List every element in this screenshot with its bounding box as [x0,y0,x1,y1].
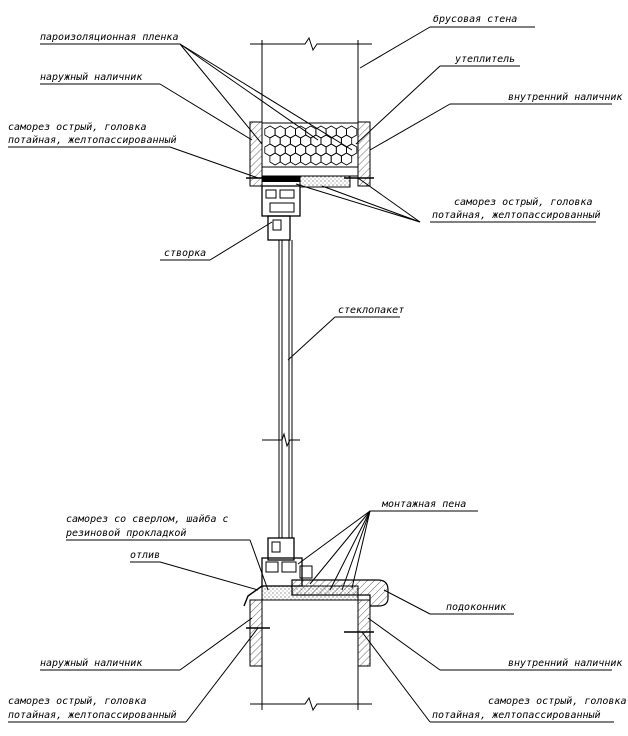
label-screw-top-left-2: потайная, желтопассированный [8,134,177,146]
insulation-cell [279,152,291,166]
insulation-cell [289,152,302,166]
label-brus-wall: брусовая стена [433,13,517,25]
glass-unit [262,240,300,538]
sash-top-profile [261,185,301,241]
insulation-cell [330,152,342,166]
label-screw-top-right-1: саморез острый, головка [454,196,592,208]
frame-top [261,166,359,188]
insulation-cell [320,152,332,166]
label-screw-bot-right-1: саморез острый, головка [488,695,626,707]
label-glass-unit: стеклопакет [338,305,404,316]
label-inner-trim-bottom: внутренний наличник [508,657,623,669]
label-inner-trim-top: внутренний наличник [508,91,623,103]
insulation-cell [340,152,353,166]
label-screw-bot-left-1: саморез острый, головка [8,695,146,707]
foam-under-sill [261,585,359,601]
outer-trim-top [249,121,263,187]
label-drip: отлив [130,550,160,561]
label-outer-trim-top: наружный наличник [40,71,143,83]
label-screw-drill-2: резиновой прокладкой [65,527,186,539]
label-screw-top-left-1: саморез острый, головка [8,121,146,133]
inner-trim-top [357,121,371,187]
label-screw-bot-right-2: потайная, желтопассированный [432,709,601,721]
label-insulation: утеплитель [454,54,515,65]
outer-trim-bottom [249,599,263,667]
leaders [8,26,614,723]
label-outer-trim-bottom: наружный наличник [40,657,143,669]
label-sill: подоконник [446,602,507,613]
label-vapor-film: пароизоляционная пленка [40,32,178,43]
top-wall [250,36,372,122]
label-screw-bot-left-2: потайная, желтопассированный [8,709,177,721]
screws [246,177,374,633]
inner-trim-bottom [357,599,371,667]
insulation-cell [310,152,322,166]
label-screw-drill-1: саморез со сверлом, шайба с [66,513,229,525]
label-sash: створка [164,248,206,259]
bottom-wall [250,599,372,712]
insulation-cell [300,152,312,166]
label-mount-foam: монтажная пена [381,499,466,510]
sash-bottom-profile [261,537,313,587]
label-screw-top-right-2: потайная, желтопассированный [432,209,601,221]
insulation-cell [269,152,281,166]
